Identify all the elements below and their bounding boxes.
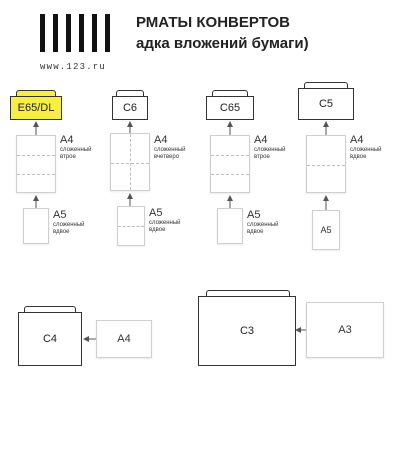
envelope-c65-label: C65 [219,102,241,114]
sheet-a4-col2 [110,133,150,191]
envelope-c6-label: C6 [122,102,138,114]
sheet-a5-col3 [217,208,243,244]
envelope-c3-flap [206,290,290,298]
logo-text: www.123.ru [40,62,107,72]
envelope-c4: C4 [18,312,82,366]
sheet-a5-col1 [23,208,49,244]
envelope-c3-label: C3 [239,325,255,337]
sheet-a5-col2-label: A5 [149,207,163,219]
envelope-c65-flap [212,90,248,98]
envelope-c6-flap [116,90,144,98]
envelope-c4-flap [24,306,76,314]
envelope-e65: E65/DL [10,96,62,120]
sheet-a5-col4-label: A5 [320,225,332,235]
sheet-a4-bottom-label: A4 [117,333,131,345]
envelope-c5: C5 [298,88,354,120]
sheet-a3-bottom-label: A3 [338,324,352,336]
sheet-a4-col3-note: сложенный втрое [254,147,286,160]
envelope-c5-label: C5 [318,98,334,110]
sheet-a5-col3-label: A5 [247,209,261,221]
sheet-a4-col2-label: A4 [154,134,168,146]
sheet-a4-col1-note: сложенный втрое [60,147,92,160]
sheet-a5-col3-note: сложенный вдвое [247,222,279,235]
sheet-a4-col4 [306,135,346,193]
envelope-c3: C3 [198,296,296,366]
sheet-a4-col3 [210,135,250,193]
envelope-e65-flap [16,90,56,98]
sheet-a4-col3-label: A4 [254,134,268,146]
sheet-a5-col2 [117,206,145,246]
page-title: РМАТЫ КОНВЕРТОВ [136,14,290,31]
sheet-a4-col4-label: A4 [350,134,364,146]
sheet-a4-col4-note: сложенный вдвое [350,147,382,160]
sheet-a4-col1-label: A4 [60,134,74,146]
sheet-a4-col1 [16,135,56,193]
sheet-a5-col4: A5 [312,210,340,250]
sheet-a4-bottom: A4 [96,320,152,358]
page-subtitle: адка вложений бумаги) [136,35,309,52]
envelope-c5-flap [304,82,348,90]
envelope-c65: C65 [206,96,254,120]
envelope-e65-label: E65/DL [17,102,55,114]
sheet-a5-col1-label: A5 [53,209,67,221]
sheet-a4-col2-note: сложенный вчетверо [154,147,186,160]
envelope-c4-label: C4 [42,333,58,345]
envelope-c6: C6 [112,96,148,120]
logo-barcode-icon [40,14,110,52]
sheet-a5-col2-note: сложенный вдвое [149,220,181,233]
sheet-a5-col1-note: сложенный вдвое [53,222,85,235]
sheet-a3-bottom: A3 [306,302,384,358]
